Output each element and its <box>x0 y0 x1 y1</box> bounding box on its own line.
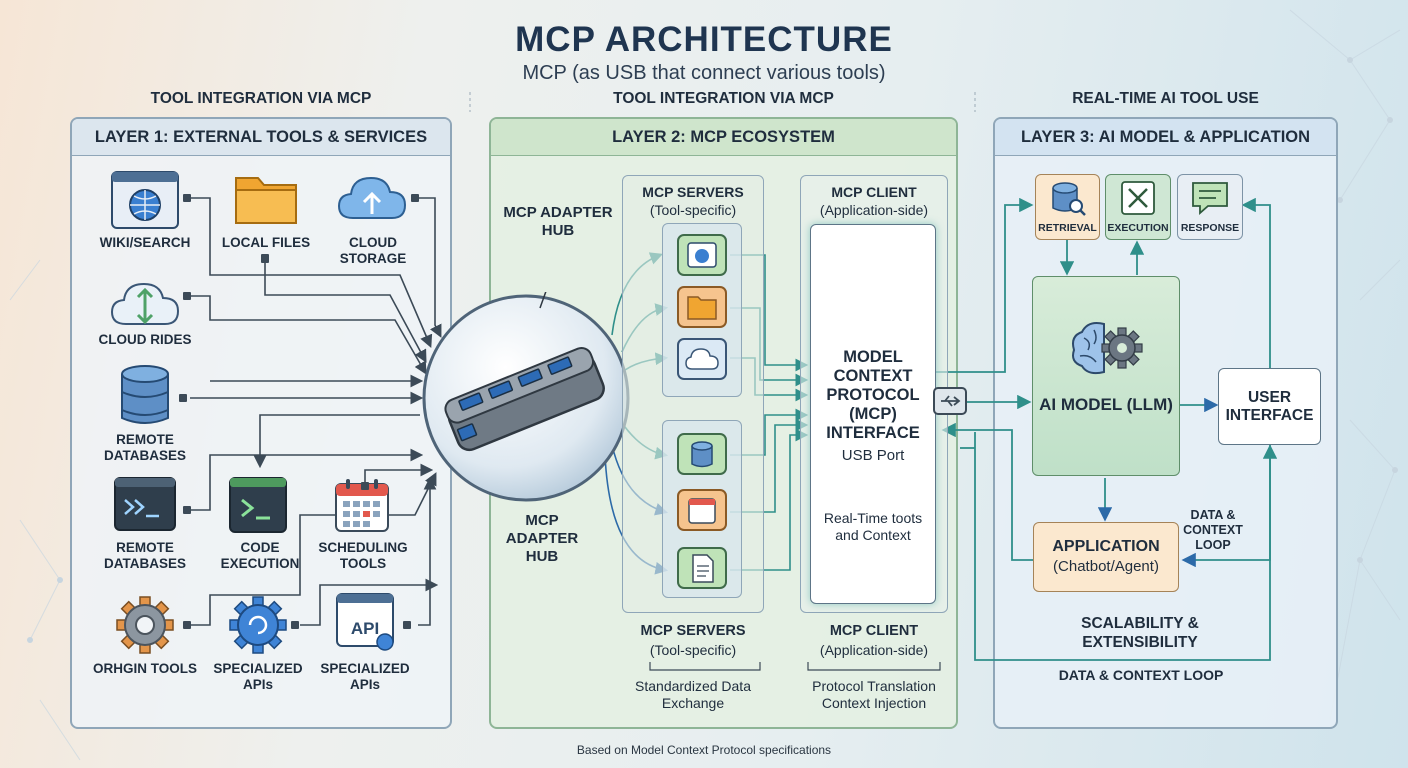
application-box <box>1033 522 1179 592</box>
mcp-client-title: MCP CLIENT <box>831 184 917 200</box>
usb-plug-icon <box>933 387 967 415</box>
column-heading-middle: TOOL INTEGRATION VIA MCP <box>613 90 834 107</box>
layer2-title: LAYER 2: MCP ECOSYSTEM <box>491 119 956 156</box>
footer-note: Based on Model Context Protocol specific… <box>576 743 832 757</box>
data-context-loop-note: DATA & CONTEXT LOOP <box>1183 508 1243 552</box>
globe-icon <box>111 171 179 229</box>
page-title: MCP ARCHITECTURE <box>515 20 893 59</box>
tool-label-orhgin: ORHGIN TOOLS <box>92 661 197 676</box>
ai-model-title: AI MODEL (LLM) <box>1039 395 1173 414</box>
api-gear-icon <box>229 596 287 654</box>
user-interface-title: USER INTERFACE <box>1225 389 1314 424</box>
mcp-client-bottom-title: MCP CLIENT <box>829 623 919 639</box>
tool-label-scheduling: SCHEDULING TOOLS <box>318 540 408 571</box>
mcp-servers-bottom-subtitle: (Tool-specific) <box>649 642 737 658</box>
step-retrieval-label: RETRIEVAL <box>1038 222 1097 234</box>
mcp-client-bottom-subtitle: (Application-side) <box>819 642 929 658</box>
server-folder-icon <box>677 286 727 328</box>
terminal-icon <box>114 477 176 531</box>
folder-icon <box>235 177 297 224</box>
tool-label-remote-databases: REMOTE DATABASES <box>103 432 186 463</box>
bottom-loop-label: DATA & CONTEXT LOOP <box>1058 667 1224 683</box>
mcp-interface-box <box>810 224 936 604</box>
mcp-interface-note: Real-Time toots and Context <box>823 510 923 543</box>
mcp-servers-title: MCP SERVERS <box>642 184 744 200</box>
database-search-icon <box>1052 182 1086 216</box>
application-subtitle: (Chatbot/Agent) <box>1053 558 1159 575</box>
tool-label-local-files: LOCAL FILES <box>221 235 311 250</box>
tool-label-specialized-apis: SPECIALIZED APIs <box>213 661 303 692</box>
gear-icon <box>116 596 174 654</box>
tools-icon <box>1121 181 1155 215</box>
brain-gear-icon <box>1072 322 1143 375</box>
user-interface-box <box>1218 368 1321 445</box>
column-heading-right: REAL-TIME AI TOOL USE <box>1072 90 1259 107</box>
mcp-servers-bottom-title: MCP SERVERS <box>640 623 746 639</box>
cloud-sync-icon <box>110 282 180 325</box>
page-subtitle: MCP (as USB that connect various tools) <box>522 62 886 84</box>
tool-label-code-execution: CODE EXECUTION <box>220 540 300 571</box>
message-icon <box>1192 182 1228 215</box>
server-globe-icon <box>677 234 727 276</box>
column-heading-left: TOOL INTEGRATION VIA MCP <box>150 90 372 107</box>
server-database-icon <box>677 433 727 475</box>
tool-label-cloud-storage: CLOUD STORAGE <box>339 235 407 266</box>
step-execution-label: EXECUTION <box>1107 222 1169 234</box>
server-calendar-icon <box>677 489 727 531</box>
scalability-label: SCALABILITY & EXTENSIBILITY <box>1081 615 1199 651</box>
ai-model-box <box>1032 276 1180 476</box>
mcp-interface-title: MODEL CONTEXT PROTOCOL (MCP) INTERFACE <box>826 348 920 442</box>
step-response-label: RESPONSE <box>1180 222 1240 234</box>
server-cloud-icon <box>677 338 727 380</box>
svg-text:API: API <box>351 619 379 638</box>
tool-label-remote-databases-2: REMOTE DATABASES <box>103 540 186 571</box>
layer3-title: LAYER 3: AI MODEL & APPLICATION <box>995 119 1336 156</box>
tool-label-wiki: WIKI/SEARCH <box>99 235 191 250</box>
mcp-client-bottom-note: Protocol Translation Context Injection <box>812 678 936 711</box>
hub-label-bottom: MCP ADAPTER HUB <box>505 512 579 565</box>
application-title: APPLICATION <box>1052 538 1160 555</box>
mcp-client-subtitle: (Application-side) <box>819 202 929 218</box>
layer1-title: LAYER 1: EXTERNAL TOOLS & SERVICES <box>72 119 450 156</box>
calendar-icon <box>335 479 389 532</box>
server-document-icon <box>677 547 727 589</box>
api-icon: API <box>336 593 394 651</box>
mcp-interface-port: USB Port <box>841 447 905 464</box>
mcp-servers-subtitle: (Tool-specific) <box>649 202 737 218</box>
terminal-icon <box>229 477 287 533</box>
hub-label-top: MCP ADAPTER HUB <box>503 204 613 239</box>
cloud-upload-icon <box>337 176 407 219</box>
tool-label-cloud-rides: CLOUD RIDES <box>98 332 192 347</box>
mcp-servers-bottom-note: Standardized Data Exchange <box>635 678 751 711</box>
database-icon <box>121 365 169 424</box>
tool-label-specialized-apis-2: SPECIALIZED APIs <box>320 661 410 692</box>
usb-hub-icon <box>422 292 630 502</box>
